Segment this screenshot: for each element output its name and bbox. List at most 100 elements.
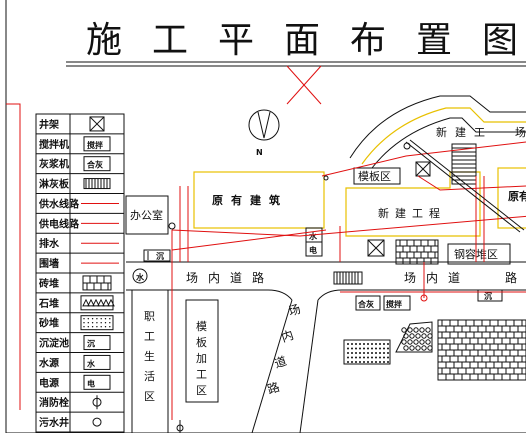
north-label: N (256, 148, 263, 157)
legend-label: 砂堆 (38, 317, 59, 330)
legend-label: 石堆 (38, 297, 59, 310)
legend-label: 电源 (39, 376, 59, 389)
crane-rail (403, 139, 525, 233)
water-circle-symbol: 水 (132, 268, 148, 284)
sediment-tank: 沉 (143, 249, 171, 262)
mortar-mixer-symbol: 合灰 (355, 295, 381, 311)
legend-row: 电源 电 (39, 374, 111, 390)
legend-row: 供水线路 (38, 197, 119, 210)
svg-text:沉: 沉 (156, 251, 164, 261)
legend-symbol-box-x-icon (89, 116, 105, 132)
title-chars: 施工平面布置图 (86, 20, 518, 61)
legend-symbol-text-icon: 搅拌 (83, 136, 111, 152)
rebar-yard: 钢容堆区 (447, 243, 511, 265)
legend-label: 井架 (39, 118, 59, 131)
legend-row: 灰浆机 合灰 (39, 156, 111, 172)
stone-pile (395, 321, 433, 353)
legend-label: 围墙 (39, 257, 59, 270)
legend-symbol-hydrant-icon (92, 395, 102, 410)
legend-symbol-sand-icon (80, 315, 114, 331)
svg-text:水: 水 (308, 231, 318, 241)
legend-label: 沉淀池 (39, 337, 69, 350)
legend-table: 井架搅拌机搅拌灰浆机合灰淋灰板供水线路供电线路排水围墙砖堆石堆砂堆沉淀池沉水源水… (35, 113, 125, 433)
existing-building-right: 原有 (497, 167, 526, 229)
legend-label: 搅拌机 (39, 138, 69, 151)
new-building-top-tail: 场 (515, 125, 526, 139)
svg-text:沉: 沉 (87, 339, 95, 349)
legend-row: 污水井 (39, 416, 102, 429)
diagonal-road-label: 场内道路 (265, 302, 302, 397)
hoist-symbol (415, 161, 431, 177)
svg-text:加: 加 (196, 352, 207, 365)
svg-text:道: 道 (273, 354, 289, 371)
legend-symbol-hatch-icon (83, 178, 111, 190)
legend-row: 石堆 (38, 295, 115, 311)
legend-label: 淋灰板 (39, 178, 70, 191)
legend-symbol-text-icon: 沉 (83, 335, 111, 351)
legend-row: 砖堆 (39, 275, 112, 291)
legend-row: 搅拌机 搅拌 (39, 136, 111, 152)
existing-building-label: 原有建筑 (212, 193, 288, 207)
brick-pile-2 (437, 319, 526, 381)
new-building-top: 新建工 场 (349, 95, 526, 169)
legend-label: 消防栓 (39, 396, 69, 409)
legend-symbol-text-icon: 电 (83, 374, 111, 390)
title-char: 面 (284, 20, 320, 61)
road-label-2: 场内道 (404, 271, 470, 285)
formwork-area-box (353, 167, 401, 185)
svg-text:区: 区 (196, 384, 207, 397)
concrete-mixer-symbol: 搅拌 (383, 295, 411, 311)
title-char: 工 (152, 20, 188, 61)
svg-text:场: 场 (287, 302, 303, 319)
brick-pile (395, 239, 439, 265)
legend-label: 排水 (39, 237, 60, 250)
office-building: 办公室 (125, 195, 169, 235)
title-char: 布 (350, 20, 386, 61)
title-char: 图 (482, 20, 518, 61)
title-char: 施 (86, 20, 122, 61)
legend-row: 排水 (39, 237, 119, 250)
new-building-main-label: 新建工程 (378, 206, 446, 220)
svg-text:搅拌: 搅拌 (386, 299, 402, 309)
svg-text:合灰: 合灰 (357, 299, 374, 309)
north-arrow-icon: N (248, 109, 280, 157)
legend-row: 砂堆 (38, 315, 114, 331)
legend-row: 沉淀池 沉 (39, 335, 111, 351)
lime-board-symbol (333, 271, 363, 285)
svg-text:合灰: 合灰 (86, 160, 103, 170)
svg-text:生: 生 (144, 349, 155, 363)
svg-text:水: 水 (86, 358, 96, 368)
legend-label: 供电线路 (38, 217, 80, 230)
legend-row: 水源 水 (38, 354, 111, 370)
svg-text:工: 工 (144, 330, 155, 343)
legend-row: 淋灰板 (39, 178, 111, 191)
location-cross-marker (286, 65, 322, 105)
main-road: 场内道路 场内道 路 (126, 261, 526, 301)
legend-symbol-text-icon: 水 (83, 354, 111, 370)
svg-text:工: 工 (196, 368, 207, 381)
title-char: 平 (218, 20, 254, 61)
office-label: 办公室 (130, 208, 163, 222)
legend-label: 水源 (38, 356, 59, 369)
legend-row: 井架 (39, 116, 105, 132)
new-building-main: 新建工程 (345, 171, 481, 237)
svg-text:职: 职 (144, 310, 155, 323)
legend-label: 污水井 (39, 416, 69, 429)
legend-row: 消防栓 (39, 395, 102, 410)
legend-symbol-text-icon: 合灰 (83, 156, 111, 172)
power-source-symbol: 电 (305, 241, 323, 257)
legend-label: 供水线路 (38, 197, 80, 210)
svg-text:电: 电 (309, 245, 317, 255)
road-label-2-tail: 路 (505, 270, 517, 285)
legend-label: 灰浆机 (39, 158, 69, 171)
title-block: 施工平面布置图 (66, 20, 526, 67)
svg-text:活: 活 (144, 370, 155, 383)
legend-symbol-stone-icon (80, 295, 115, 311)
legend-row: 围墙 (39, 257, 119, 270)
svg-text:水: 水 (135, 272, 145, 282)
svg-text:电: 电 (87, 378, 95, 388)
diagonal-road: 场内道路 (251, 299, 319, 433)
hoist-symbol-2 (367, 239, 385, 257)
